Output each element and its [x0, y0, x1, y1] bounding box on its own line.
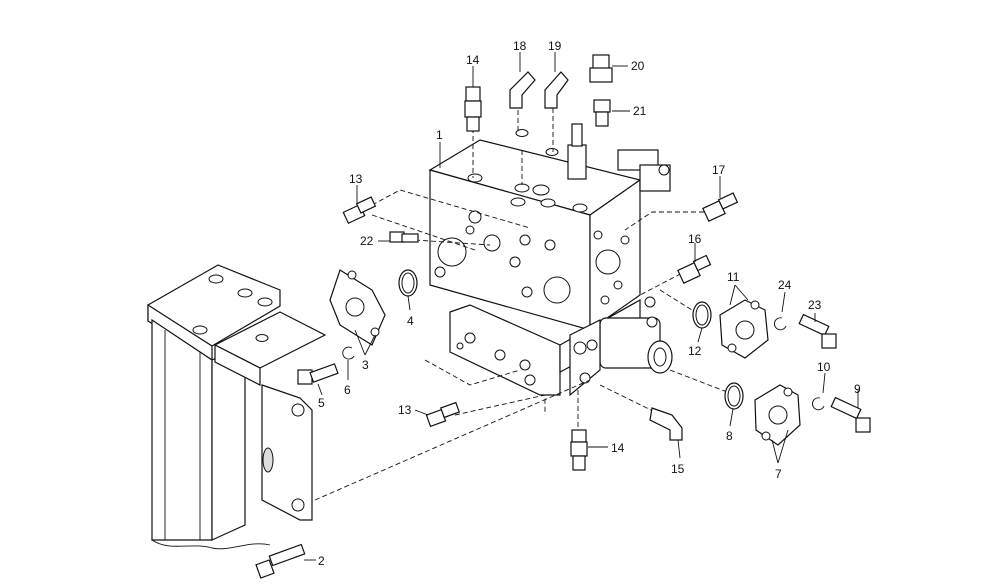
- label-part-14-lower: 14: [611, 441, 625, 455]
- label-part-7: 7: [775, 467, 782, 481]
- label-part-8: 8: [726, 429, 733, 443]
- label-part-1: 1: [436, 128, 443, 142]
- label-part-23: 23: [808, 298, 822, 312]
- label-part-20: 20: [631, 59, 645, 73]
- label-part-24: 24: [778, 278, 792, 292]
- assembly-dashed-lines: [314, 108, 736, 501]
- mounting-bracket: [147, 264, 327, 550]
- label-part-18: 18: [513, 39, 527, 53]
- label-part-4: 4: [407, 314, 414, 328]
- label-part-13-lower: 13: [398, 403, 412, 417]
- label-part-9: 9: [854, 382, 861, 396]
- label-part-19: 19: [548, 39, 562, 53]
- label-part-17: 17: [712, 163, 726, 177]
- fittings: [255, 54, 871, 579]
- label-part-10: 10: [817, 360, 831, 374]
- label-part-14-upper: 14: [466, 53, 480, 67]
- label-part-16: 16: [688, 232, 702, 246]
- label-part-11: 11: [727, 270, 740, 284]
- label-leader-lines: [304, 52, 859, 561]
- part-number-labels: 1 2 3 4 5 6 7 8 9 10 11 12 13 13 14 14 1…: [318, 39, 861, 568]
- label-part-2: 2: [318, 554, 325, 568]
- label-part-22: 22: [360, 234, 374, 248]
- lower-manifold: [449, 296, 673, 397]
- valve-block: [428, 123, 671, 332]
- label-part-15: 15: [671, 462, 685, 476]
- label-part-3: 3: [362, 358, 369, 372]
- label-part-21: 21: [633, 104, 647, 118]
- label-part-6: 6: [344, 383, 351, 397]
- label-part-13-upper: 13: [349, 172, 363, 186]
- label-part-5: 5: [318, 396, 325, 410]
- label-part-12: 12: [688, 344, 702, 358]
